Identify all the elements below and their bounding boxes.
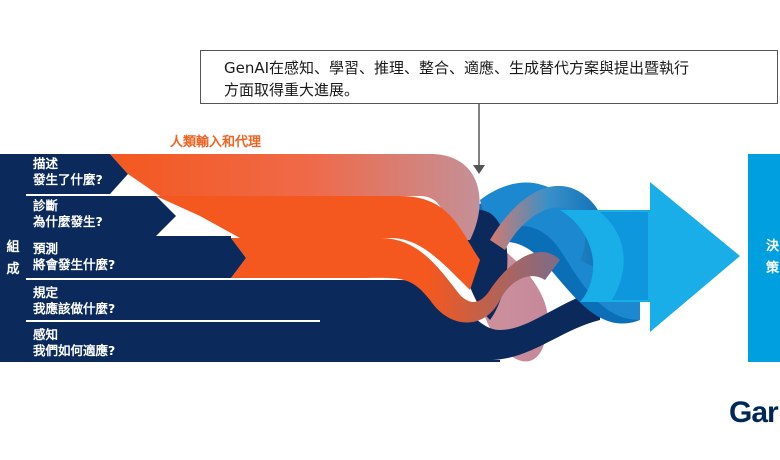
gartner-logo: Gar: [729, 396, 779, 429]
row-sense-question: 我們如何適應?: [33, 343, 116, 358]
composition-label: 組 成: [0, 156, 26, 362]
genai-callout-box: GenAI在感知、學習、推理、整合、適應、生成替代方案與提出暨執行 方面取得重大…: [200, 50, 778, 104]
orange-stream-1: [110, 154, 480, 240]
row-sense-title: 感知: [33, 327, 59, 342]
navy-stream-bottom: [330, 322, 500, 362]
row-prescribe-question: 我應該做什麼?: [33, 301, 116, 316]
decision-label-char-2: 策: [766, 261, 780, 276]
row-prescribe: 規定 我應該做什麼?: [33, 285, 115, 317]
row-band-5: [26, 322, 336, 362]
orange-stream-3: [231, 238, 560, 323]
composition-label-char-2: 成: [6, 262, 20, 277]
row-describe-title: 描述: [33, 156, 59, 171]
decision-label-char-1: 決: [766, 239, 780, 254]
orange-stream-2: [156, 196, 480, 290]
row-band-4: [26, 280, 326, 320]
row-diagnose: 診斷 為什麼發生?: [33, 198, 103, 230]
row-diagnose-title: 診斷: [33, 198, 59, 213]
row-prescribe-title: 規定: [33, 285, 59, 300]
callout-pointer-arrowhead: [473, 165, 485, 174]
human-input-label: 人類輸入和代理: [170, 135, 262, 150]
row-predict: 預測 將會發生什麼?: [33, 241, 115, 273]
mixed-ribbon: [490, 185, 607, 270]
side-column: [0, 154, 26, 362]
row-predict-question: 將會發生什麼?: [33, 257, 116, 272]
row-describe: 描述 發生了什麼?: [33, 156, 103, 188]
decision-box: 決 策: [748, 154, 780, 362]
composition-label-char-1: 組: [6, 240, 20, 255]
row-sense: 感知 我們如何適應?: [33, 327, 115, 359]
callout-line-2: 方面取得重大進展。: [224, 81, 360, 99]
row-diagnose-question: 為什麼發生?: [33, 214, 103, 229]
row-describe-question: 發生了什麼?: [33, 172, 103, 187]
callout-line-1: GenAI在感知、學習、推理、整合、適應、生成替代方案與提出暨執行: [224, 59, 690, 77]
output-arrow: [560, 182, 740, 332]
row-predict-title: 預測: [33, 241, 59, 256]
